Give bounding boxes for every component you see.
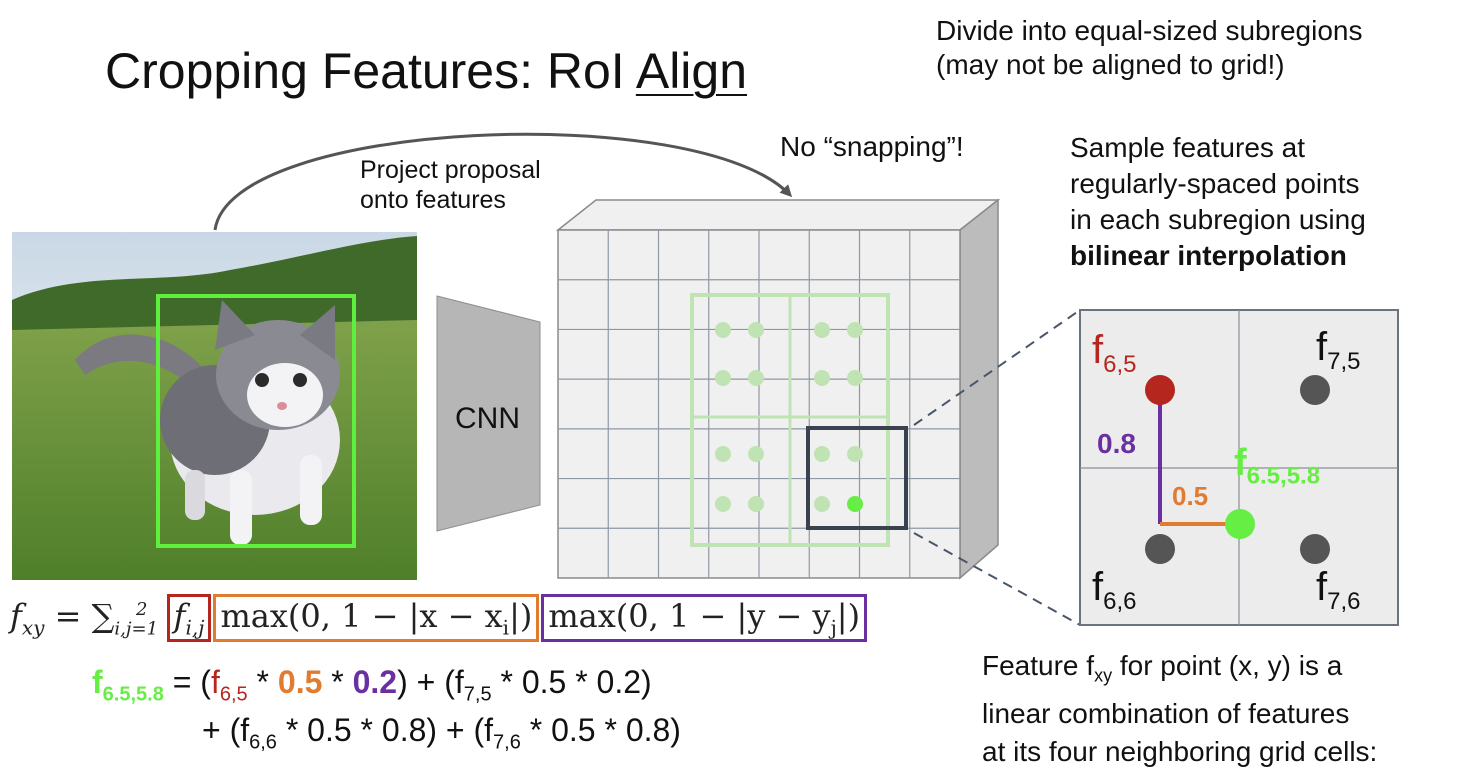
label-f66: f6,6	[1092, 565, 1137, 615]
divide-note-line1: Divide into equal-sized subregions	[936, 15, 1363, 46]
sample-point	[814, 446, 830, 462]
sample-point	[847, 370, 863, 386]
sample-point	[814, 370, 830, 386]
project-note: Project proposal onto features	[360, 155, 541, 215]
divide-note: Divide into equal-sized subregions (may …	[936, 14, 1362, 82]
feature-map	[555, 198, 1001, 580]
sample-dot-interp	[1225, 509, 1255, 539]
zoomed-cell-outline	[806, 426, 908, 530]
sample-dot-f66	[1145, 534, 1175, 564]
divide-note-line2: (may not be aligned to grid!)	[936, 49, 1285, 80]
sample-note-line1: Sample features at	[1070, 132, 1306, 163]
title-prefix: Cropping Features: RoI	[105, 43, 636, 99]
formula-term-y: max(0, 1 − |y − yj|)	[541, 594, 868, 643]
sample-point	[748, 496, 764, 512]
formula-term-x: max(0, 1 − |x − xi|)	[213, 594, 540, 643]
projection-arrow	[213, 132, 793, 231]
sample-point	[715, 322, 731, 338]
sample-point	[715, 446, 731, 462]
sample-point	[814, 496, 830, 512]
proposal-box	[156, 294, 356, 548]
highlighted-sample-point	[847, 496, 863, 512]
sample-point	[748, 322, 764, 338]
title-emphasis: Align	[635, 43, 748, 99]
sample-point	[748, 446, 764, 462]
expansion-line-1: f6.5,5.8 = (f6,5 * 0.5 * 0.2) + (f7,5 * …	[92, 664, 652, 706]
slide-title: Cropping Features: RoI Align	[105, 42, 747, 100]
project-note-line1: Project proposal	[360, 156, 541, 184]
feature-note: Feature fxy for point (x, y) is a linear…	[982, 650, 1378, 767]
cnn-block	[436, 295, 541, 532]
label-f76: f7,6	[1316, 565, 1361, 615]
zoom-inset	[913, 309, 1399, 626]
project-note-line2: onto features	[360, 186, 506, 214]
sample-point	[715, 370, 731, 386]
sample-point	[847, 446, 863, 462]
sample-note-line2: regularly-spaced points	[1070, 168, 1360, 199]
sample-point	[814, 322, 830, 338]
label-dist-x: 0.5	[1172, 481, 1209, 511]
sample-note: Sample features at regularly-spaced poin…	[1070, 130, 1366, 274]
expansion-line-2: + (f6,6 * 0.5 * 0.8) + (f7,6 * 0.5 * 0.8…	[202, 712, 681, 754]
kitten-image	[12, 232, 417, 580]
sample-point	[715, 496, 731, 512]
label-f-sample: f6.5,5.8	[1234, 442, 1321, 490]
sample-note-bold: bilinear interpolation	[1070, 240, 1347, 271]
sample-dot-f75	[1300, 375, 1330, 405]
sample-dot-f65	[1145, 375, 1175, 405]
cnn-label: CNN	[455, 402, 520, 435]
label-f65: f6,5	[1092, 328, 1137, 378]
label-dist-y: 0.8	[1097, 428, 1136, 459]
sample-note-line3: in each subregion using	[1070, 204, 1366, 235]
sample-point	[748, 370, 764, 386]
no-snapping-note: No “snapping”!	[780, 131, 964, 162]
sample-dot-f76	[1300, 534, 1330, 564]
formula-term-f: fi,j	[166, 594, 212, 643]
sample-point	[847, 322, 863, 338]
label-f75: f7,5	[1316, 325, 1361, 375]
